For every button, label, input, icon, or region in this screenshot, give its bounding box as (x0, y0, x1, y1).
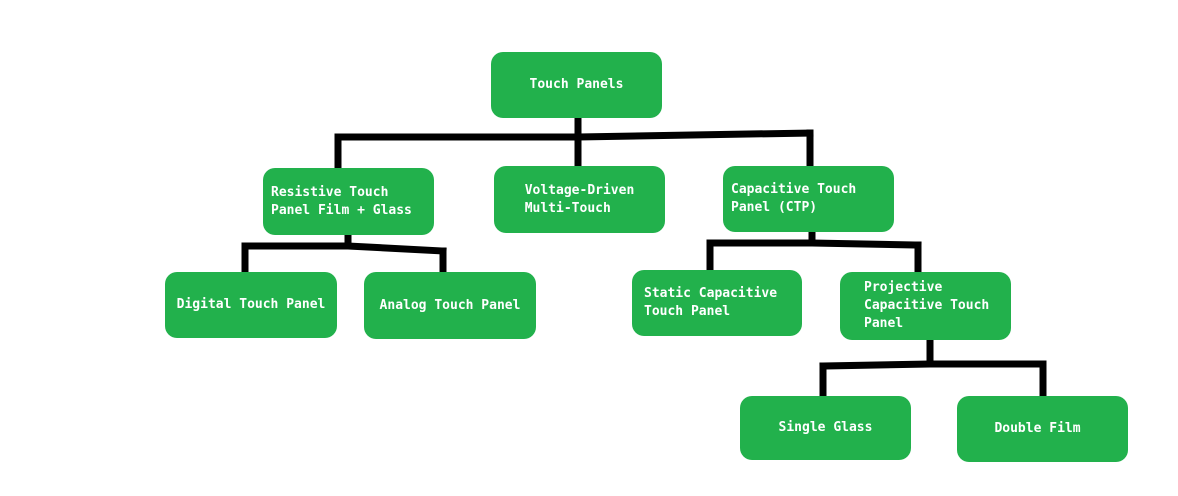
connector-resistive-bar (241, 242, 447, 255)
node-projective-capacitive-touch-panel: Projective Capacitive Touch Panel (840, 272, 1011, 340)
connector-capacitive-bar (706, 239, 922, 249)
node-voltage-driven-multi-touch: Voltage-Driven Multi-Touch (494, 166, 665, 233)
node-digital-touch-panel: Digital Touch Panel (165, 272, 337, 338)
node-label: Double Film (994, 421, 1081, 436)
node-label: Digital Touch Panel (176, 297, 326, 312)
node-static-capacitive-touch-panel: Static Capacitive Touch Panel (632, 270, 802, 336)
node-label: Resistive Touch Panel Film + Glass (271, 184, 412, 218)
node-label: Analog Touch Panel (379, 297, 521, 313)
node-capacitive-touch-panel: Capacitive Touch Panel (CTP) (723, 166, 894, 232)
connector-projective-bar (819, 360, 1047, 370)
node-double-film: Double Film (957, 396, 1128, 462)
node-touch-panels: Touch Panels (491, 52, 662, 118)
node-label: Touch Panels (529, 77, 624, 92)
node-label: Single Glass (778, 420, 873, 435)
node-label: Voltage-Driven Multi-Touch (524, 182, 635, 216)
node-single-glass: Single Glass (740, 396, 911, 460)
node-label: Capacitive Touch Panel (CTP) (731, 182, 857, 215)
node-analog-touch-panel: Analog Touch Panel (364, 272, 536, 339)
node-resistive-touch-panel: Resistive Touch Panel Film + Glass (263, 168, 434, 235)
node-label: Projective Capacitive Touch Panel (864, 280, 990, 331)
node-label: Static Capacitive Touch Panel (644, 286, 778, 319)
connector-root-bar (334, 129, 814, 141)
